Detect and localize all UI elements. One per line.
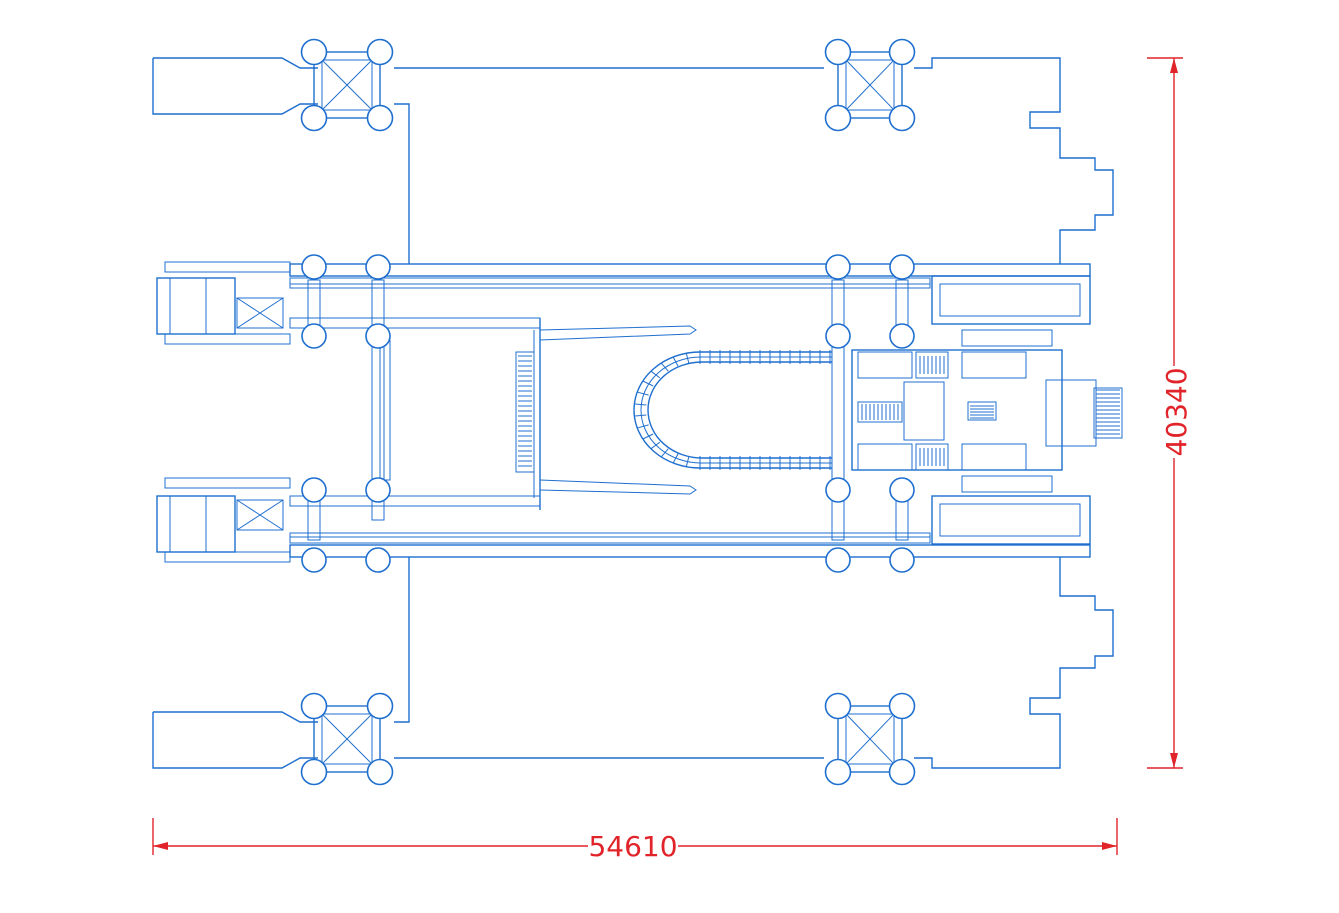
tower-column	[300, 692, 328, 720]
tower-column	[888, 758, 916, 786]
structural-column	[301, 323, 327, 349]
tower-brace	[321, 59, 373, 111]
tower-column	[366, 758, 394, 786]
tower-column	[300, 104, 328, 132]
ramp-tread	[660, 448, 669, 458]
tower-column	[366, 104, 394, 132]
tower-frame	[313, 51, 381, 119]
tower-column	[824, 692, 852, 720]
structural-column	[825, 477, 851, 503]
structural-column	[365, 254, 391, 280]
structural-column	[825, 547, 851, 573]
tower-column	[366, 692, 394, 720]
structural-column	[301, 254, 327, 280]
tower-inner-frame	[845, 59, 895, 111]
ramp-tread	[685, 353, 690, 364]
tower-frame	[837, 51, 903, 119]
arrow-right-icon	[1102, 842, 1117, 850]
lattice-towers	[300, 38, 916, 786]
structural-column	[825, 323, 851, 349]
tower-column	[888, 692, 916, 720]
arrow-down-icon	[1170, 753, 1178, 768]
structural-column	[301, 547, 327, 573]
tower-frame	[837, 705, 903, 773]
structural-column	[889, 254, 915, 280]
structural-column	[889, 547, 915, 573]
arrow-up-icon	[1170, 58, 1178, 73]
arrow-left-icon	[153, 842, 168, 850]
stair-hatching	[518, 350, 1120, 470]
ramp-tread	[672, 453, 679, 464]
vertical-dimension: 40340	[1147, 57, 1193, 769]
tower-column	[824, 758, 852, 786]
ramp-tread	[637, 424, 649, 429]
tower-brace	[321, 713, 373, 765]
tower-column	[366, 38, 394, 66]
main-building	[156, 261, 1123, 563]
horizontal-dimension-label: 54610	[588, 830, 677, 863]
ramp-tread	[637, 391, 649, 396]
tower-frame	[313, 705, 381, 773]
structural-column	[889, 477, 915, 503]
structural-columns	[301, 254, 915, 573]
site-outline	[152, 57, 1114, 769]
structural-column	[365, 477, 391, 503]
ramp-tread	[650, 370, 661, 379]
ramp-tread	[685, 456, 690, 467]
ramp-tread	[672, 356, 679, 367]
ramp-tread	[634, 403, 647, 406]
structural-column	[825, 254, 851, 280]
tower-inner-frame	[321, 59, 373, 111]
structural-column	[365, 323, 391, 349]
vertical-dimension-label: 40340	[1160, 367, 1193, 456]
tower-brace	[845, 59, 895, 111]
tower-column	[888, 104, 916, 132]
ramp-tread	[642, 433, 654, 440]
tower-column	[888, 38, 916, 66]
ramp-tread	[642, 380, 654, 387]
structural-column	[889, 323, 915, 349]
tower-column	[300, 38, 328, 66]
horizontal-dimension: 54610	[152, 818, 1118, 863]
ramp-tread	[650, 441, 661, 450]
tower-inner-frame	[845, 713, 895, 765]
tower-column	[300, 758, 328, 786]
tower-column	[824, 38, 852, 66]
tower-brace	[845, 713, 895, 765]
tower-column	[824, 104, 852, 132]
structural-column	[301, 477, 327, 503]
structural-column	[365, 547, 391, 573]
ramp-tread	[634, 414, 647, 417]
ramp-tread	[660, 362, 669, 372]
tower-inner-frame	[321, 713, 373, 765]
